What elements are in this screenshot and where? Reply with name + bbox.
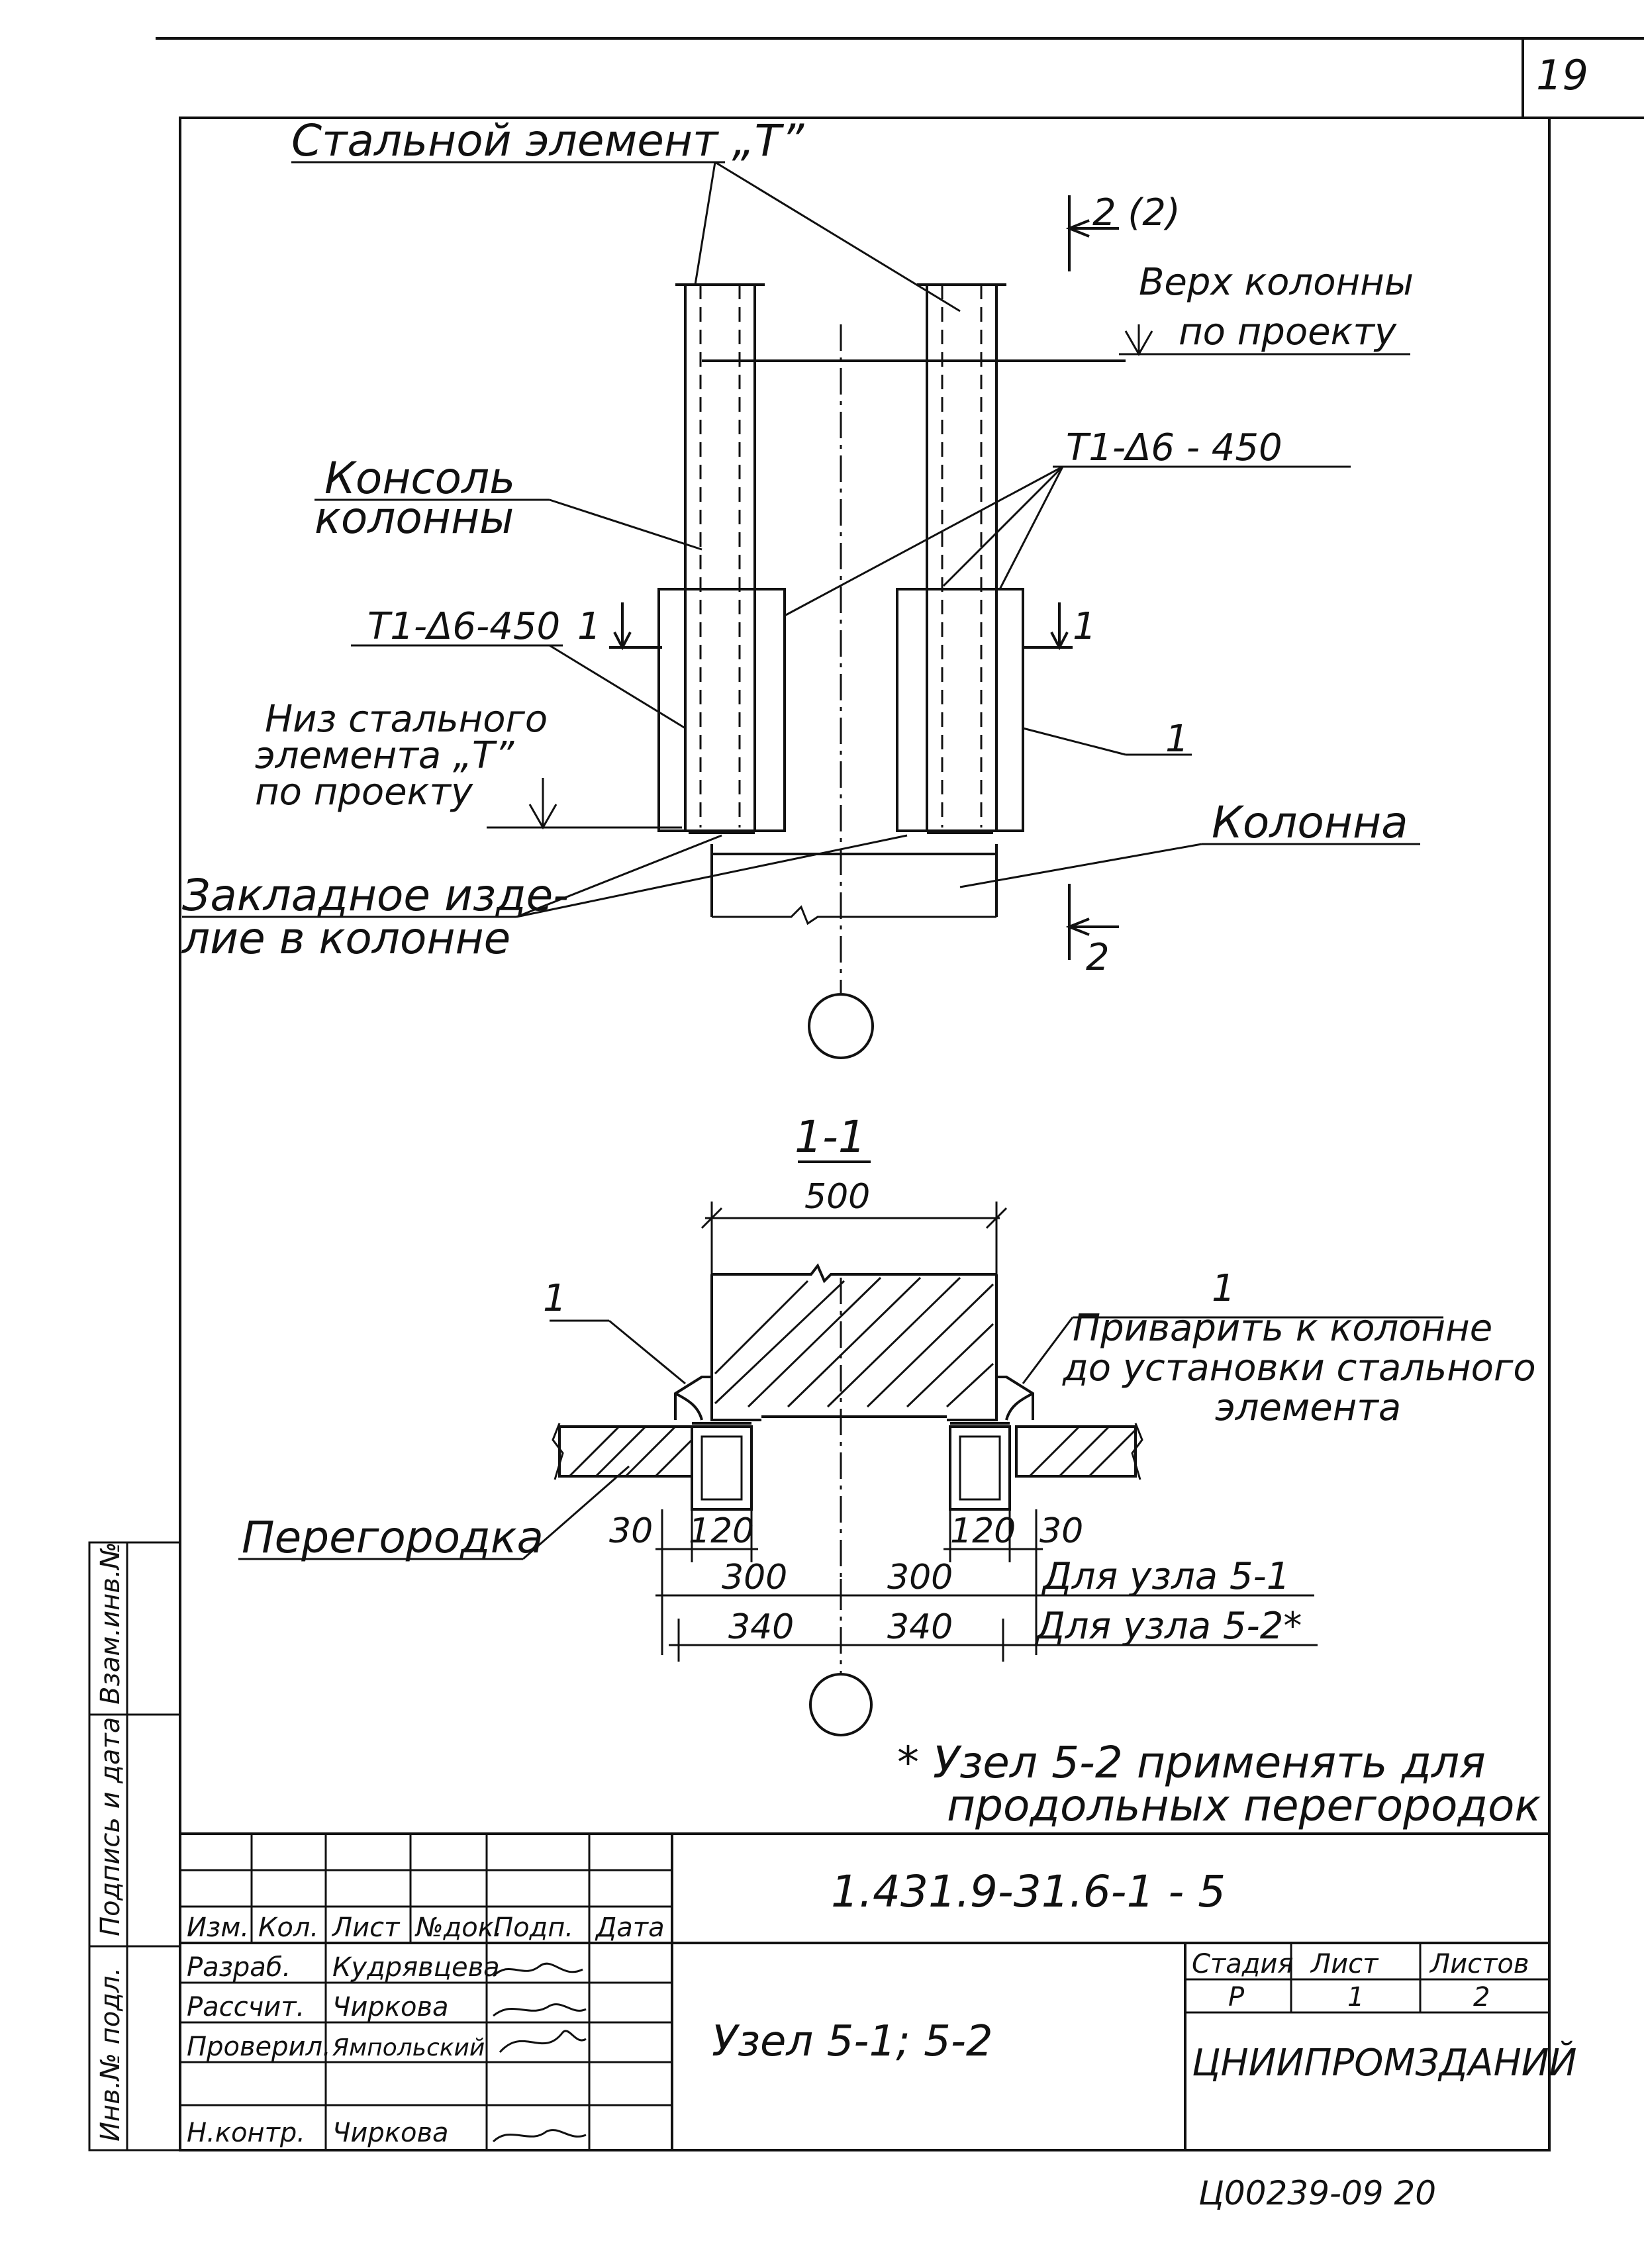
section-1-1-view: 1-1 500 (238, 1111, 1541, 1831)
label-console-1: Консоль (324, 453, 515, 504)
tb-role-5: Н.контр. (187, 2118, 305, 2148)
console-left (657, 588, 786, 832)
tb-role-2: Рассчит. (187, 1992, 305, 2022)
label-bottom-steel-2: элемента „Т” (255, 734, 514, 777)
footnote-line-2: продольных перегородок (947, 1780, 1541, 1831)
label-embedded-1: Закладное изде- (182, 870, 569, 921)
section-title: 1-1 (795, 1111, 866, 1162)
label-column-top-2: по проекту (1179, 310, 1397, 354)
label-weld-note-1: Приварить к колонне (1073, 1307, 1492, 1350)
title-block: Изм. Кол. Лист №док. Подп. Дата Разраб. … (179, 1832, 1577, 2151)
label-partition: Перегородка (242, 1512, 544, 1563)
label-weld-note-2: до установки стального (1062, 1347, 1536, 1390)
footnote-line-1: * Узел 5-2 применять для (897, 1737, 1486, 1788)
dim-120-left: 120 (689, 1511, 754, 1551)
dim-30-right: 30 (1040, 1511, 1083, 1551)
label-weld-mark-right: Т1-Δ6 - 450 (1066, 426, 1282, 469)
side-stamp-inv-orig: Инв.№ подл. (95, 1967, 126, 2142)
steel-element-left (675, 283, 765, 831)
axis-bubble-lower (809, 1673, 873, 1736)
dim-300-left: 300 (722, 1558, 787, 1597)
label-console-2: колонны (314, 493, 514, 543)
steel-element-right (917, 283, 1006, 831)
label-weld-mark-left: Т1-Δ6-450 (367, 605, 560, 648)
dim-chain-340: 340 340 Для узла 5-2* (669, 1605, 1318, 1662)
dim-chain-300: 300 300 Для узла 5-1 (655, 1555, 1314, 1605)
tb-sheets-header: Листов (1429, 1949, 1529, 1979)
label-column-top-1: Верх колонны (1139, 261, 1414, 304)
tb-name-2: Чиркова (332, 1992, 449, 2022)
dim-30-left: 30 (609, 1511, 653, 1551)
tb-sheet: 1 (1347, 1982, 1364, 2012)
section-cut-left-label: 1 (577, 605, 601, 648)
label-node-5-1: Для узла 5-1 (1041, 1555, 1290, 1598)
tb-col-doc: №док. (414, 1913, 503, 1943)
tb-organization: ЦНИИПРОМЗДАНИЙ (1192, 2042, 1577, 2085)
tb-name-3: Ямпольский (332, 2034, 485, 2061)
steel-tube-right (949, 1422, 1011, 1511)
tb-sheet-name: Узел 5-1; 5-2 (712, 2017, 993, 2066)
tb-role-1: Разраб. (187, 1952, 291, 1983)
steel-tube-left (691, 1422, 753, 1511)
label-steel-element: Стальной элемент „Т” (291, 115, 804, 166)
label-embedded-2: лие в колонне (181, 913, 510, 964)
section-cut-right-label: 1 (1073, 605, 1096, 648)
side-stamp: Взам.инв.№ Подпись и дата Инв.№ подл. (88, 1541, 181, 2151)
tb-stage-header: Стадия (1192, 1949, 1293, 1979)
column-body (710, 844, 998, 925)
tb-name-5: Чиркова (332, 2118, 449, 2148)
label-node-5-2: Для узла 5-2* (1034, 1605, 1302, 1648)
console-right (896, 588, 1024, 832)
tb-col-list: Лист (331, 1913, 401, 1943)
tb-role-3: Проверил. (187, 2032, 331, 2062)
tb-col-sign: Подп. (493, 1913, 573, 1943)
dim-340-right: 340 (887, 1607, 953, 1647)
tb-col-date: Дата (595, 1913, 665, 1943)
label-bottom-steel-3: по проекту (255, 771, 473, 814)
side-stamp-signature-date: Подпись и дата (95, 1717, 126, 1936)
axis-bubble-upper (808, 993, 874, 1059)
tb-name-1: Кудрявцева (332, 1952, 500, 1983)
section-2-bottom-label: 2 (1086, 936, 1110, 979)
dim-chain-small: 30 120 120 30 (609, 1476, 1083, 1655)
label-pos-1-upper: 1 (1165, 718, 1189, 761)
column-section (710, 1263, 998, 1408)
signatures (492, 1962, 587, 2143)
sheet-number: 19 (1536, 51, 1588, 99)
tb-col-izm: Изм. (187, 1913, 249, 1943)
label-bottom-steel-1: Низ стального (265, 698, 548, 741)
label-pos-1-left: 1 (543, 1277, 567, 1320)
side-stamp-inv-no: Взам.инв.№ (95, 1542, 126, 1705)
dim-500: 500 (804, 1177, 870, 1217)
dim-340-left: 340 (728, 1607, 794, 1647)
tb-sheets: 2 (1473, 1982, 1490, 2012)
label-weld-note-3: элемента (1215, 1386, 1401, 1429)
label-pos-1-right: 1 (1212, 1267, 1235, 1310)
section-cut-marks: 1 1 (577, 602, 1096, 651)
tb-designation: 1.431.9-31.6-1 - 5 (831, 1866, 1226, 1917)
tb-col-kol: Кол. (258, 1913, 318, 1943)
section-2-top-label: 2 (2) (1092, 191, 1181, 234)
section-2-marks: 2 (2) 2 (1065, 191, 1181, 979)
label-column: Колонна (1212, 797, 1408, 848)
dim-300-right: 300 (887, 1558, 953, 1597)
footer-code: Ц00239-09 20 (1198, 2174, 1436, 2212)
tb-stage: Р (1228, 1982, 1245, 2012)
weld-angles (674, 1376, 1034, 1421)
partition-slab (552, 1423, 1143, 1480)
dim-120-right: 120 (950, 1511, 1016, 1551)
elevation-view: 1 1 2 (2) 2 Стальной элемент „Т” Верх ко… (181, 115, 1420, 1059)
tb-sheet-header: Лист (1310, 1949, 1379, 1979)
